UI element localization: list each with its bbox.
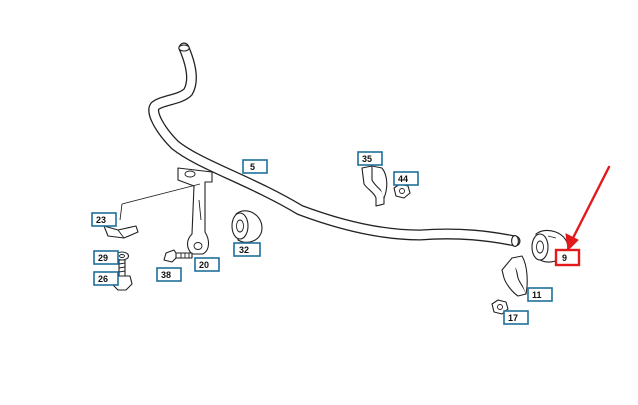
mounting-bracket-part — [177, 167, 213, 255]
highlight-arrow — [565, 165, 611, 252]
callout-32: 32 — [233, 242, 261, 257]
small-bolt-part — [163, 249, 193, 263]
callout-label: 29 — [98, 253, 108, 263]
callout-label: 35 — [362, 154, 372, 164]
callout-label: 17 — [508, 313, 518, 323]
callout-29: 29 — [93, 250, 119, 265]
callout-44: 44 — [393, 171, 419, 186]
callout-23: 23 — [91, 212, 117, 227]
callout-label: 38 — [161, 270, 171, 280]
callout-20: 20 — [194, 257, 220, 272]
callout-label: 5 — [250, 162, 255, 172]
callout-label: 26 — [98, 274, 108, 284]
leader-lines — [119, 183, 201, 221]
nut-part — [393, 183, 411, 199]
callout-11: 11 — [527, 287, 553, 302]
callout-label: 32 — [239, 245, 249, 255]
clamp-part — [361, 165, 388, 207]
callout-5: 5 — [242, 159, 268, 174]
rubber-bushing-part — [231, 210, 263, 243]
callout-label: 23 — [96, 215, 106, 225]
callout-label: 44 — [398, 174, 408, 184]
bolt-part — [111, 259, 133, 291]
callout-17: 17 — [503, 310, 529, 325]
callout-label: 9 — [562, 253, 567, 263]
stabilizer-bar — [148, 42, 521, 247]
callout-35: 35 — [357, 151, 383, 166]
bar-end-cap — [511, 235, 519, 247]
callout-label: 11 — [532, 290, 542, 300]
clip-part — [103, 225, 139, 239]
bar-top-end-cap — [178, 44, 190, 52]
callout-38: 38 — [156, 267, 182, 282]
callout-9[interactable]: 9 — [554, 248, 581, 267]
right-clamp-part — [501, 255, 528, 297]
callout-26: 26 — [93, 271, 119, 286]
callout-label: 20 — [199, 260, 209, 270]
